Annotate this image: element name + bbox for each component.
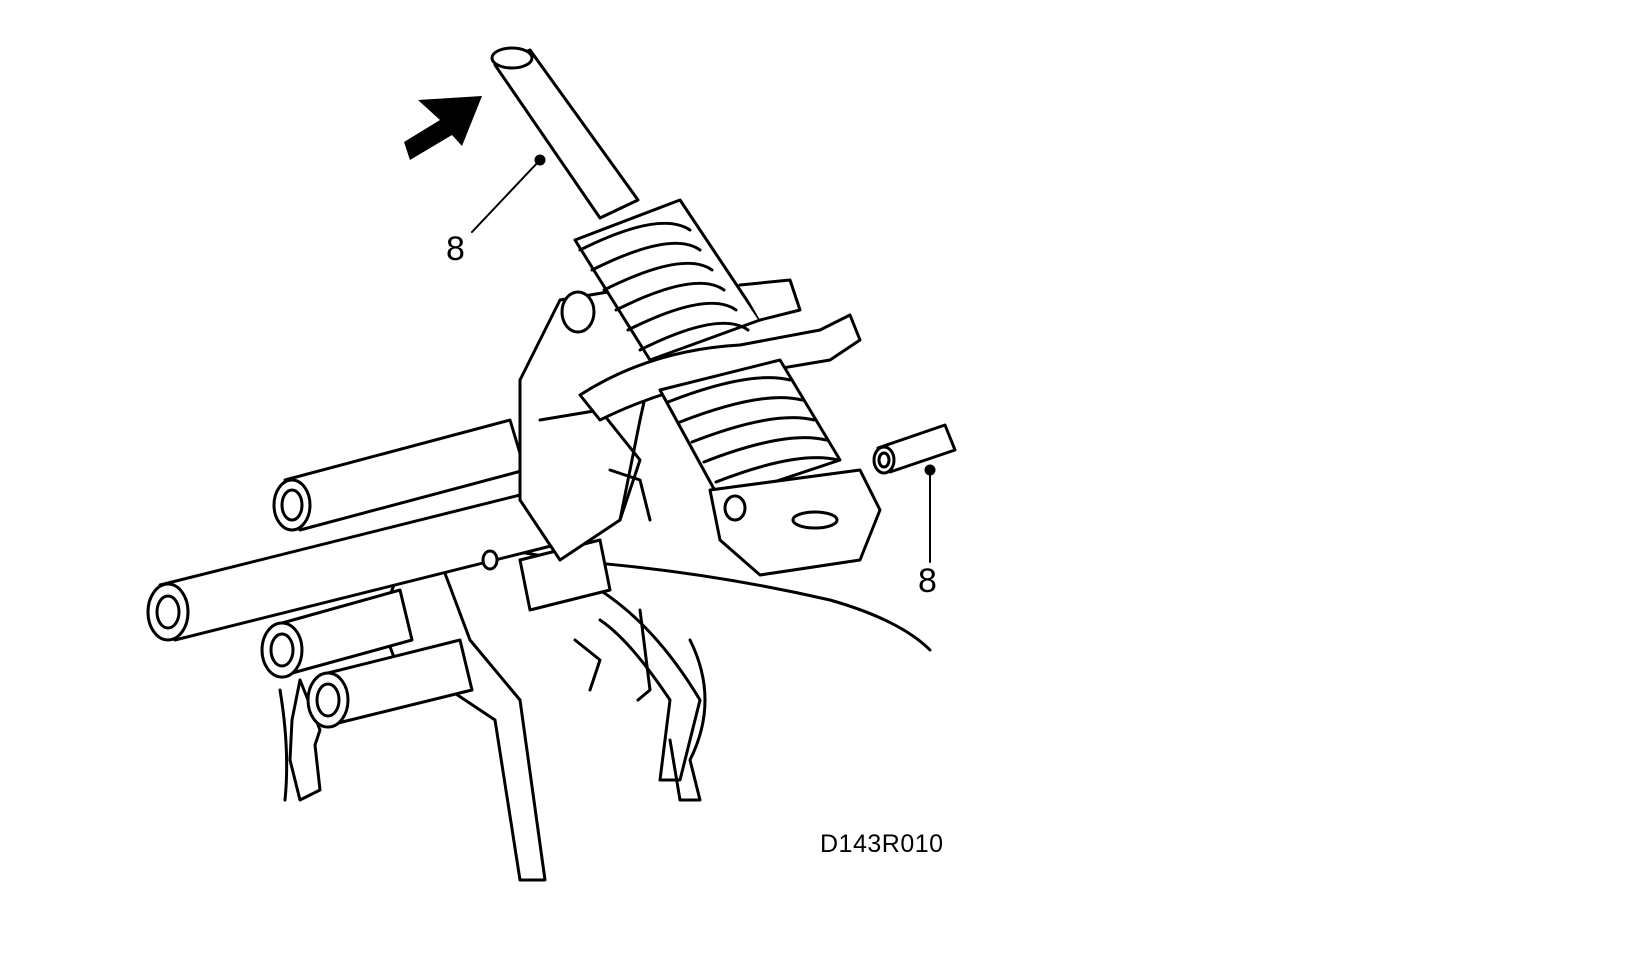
figure-code: D143R010 <box>820 830 944 858</box>
lower-spring <box>658 358 842 502</box>
callout-leaders <box>471 154 936 563</box>
selector-housing <box>481 288 662 571</box>
lower-bushing <box>708 468 882 577</box>
arrow-down-right-icon <box>404 96 482 160</box>
callout-label-pin: 8 <box>918 562 937 600</box>
spring-pin <box>872 423 957 475</box>
shift-rods <box>146 418 612 729</box>
callout-label-rod: 8 <box>446 230 465 268</box>
selector-lever <box>578 278 862 422</box>
selector-rod <box>490 46 640 220</box>
